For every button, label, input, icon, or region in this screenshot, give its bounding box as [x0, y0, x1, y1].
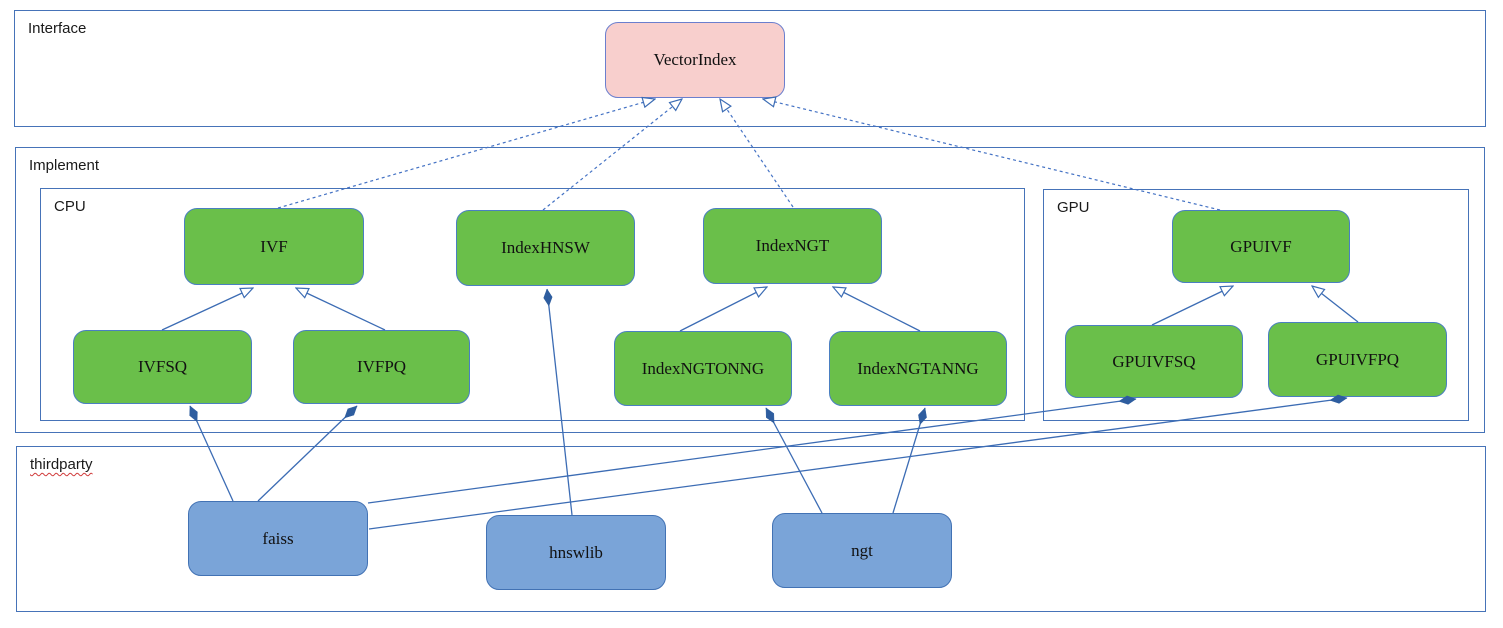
class-node-ivfsq: IVFSQ [73, 330, 252, 404]
class-node-ivf-label: IVF [260, 236, 288, 256]
class-node-vectorindex-label: VectorIndex [653, 50, 737, 69]
class-node-indexngtanng-label: IndexNGTANNG [857, 358, 979, 378]
class-node-vectorindex: VectorIndex [605, 22, 785, 98]
class-node-ivf: IVF [184, 208, 364, 285]
class-node-indexngt: IndexNGT [703, 208, 882, 284]
interface-label: Interface [28, 20, 87, 37]
gpu-label: GPU [1057, 199, 1090, 216]
class-node-ivfpq-label: IVFPQ [356, 357, 407, 376]
lib-node-ngt: ngt [772, 513, 952, 588]
class-node-indexngtonng-label: IndexNGTONNG [641, 358, 765, 378]
class-node-ivfsq-label: IVFSQ [137, 357, 188, 376]
class-node-gpuivf: GPUIVF [1172, 210, 1350, 283]
class-node-indexhnsw: IndexHNSW [456, 210, 635, 286]
cpu-label: CPU [54, 198, 86, 215]
lib-node-faiss: faiss [188, 501, 368, 576]
class-node-gpuivfpq: GPUIVFPQ [1268, 322, 1447, 397]
class-node-gpuivfsq-label: GPUIVFSQ [1112, 351, 1196, 371]
class-node-gpuivfpq-label: GPUIVFPQ [1315, 349, 1400, 369]
class-node-indexngtanng: IndexNGTANNG [829, 331, 1007, 406]
implement-label: Implement [29, 157, 100, 174]
class-node-ivfpq: IVFPQ [293, 330, 470, 404]
lib-node-faiss-label: faiss [262, 528, 294, 548]
class-node-indexngt-label: IndexNGT [755, 236, 830, 255]
lib-node-hnswlib: hnswlib [486, 515, 666, 590]
lib-node-hnswlib-label: hnswlib [549, 542, 603, 562]
class-node-gpuivfsq: GPUIVFSQ [1065, 325, 1243, 398]
lib-node-ngt-label: ngt [851, 540, 873, 560]
thirdparty-label: thirdparty [30, 456, 93, 473]
class-node-indexhnsw-label: IndexHNSW [501, 238, 590, 257]
class-node-indexngtonng: IndexNGTONNG [614, 331, 792, 406]
class-node-gpuivf-label: GPUIVF [1230, 236, 1292, 256]
